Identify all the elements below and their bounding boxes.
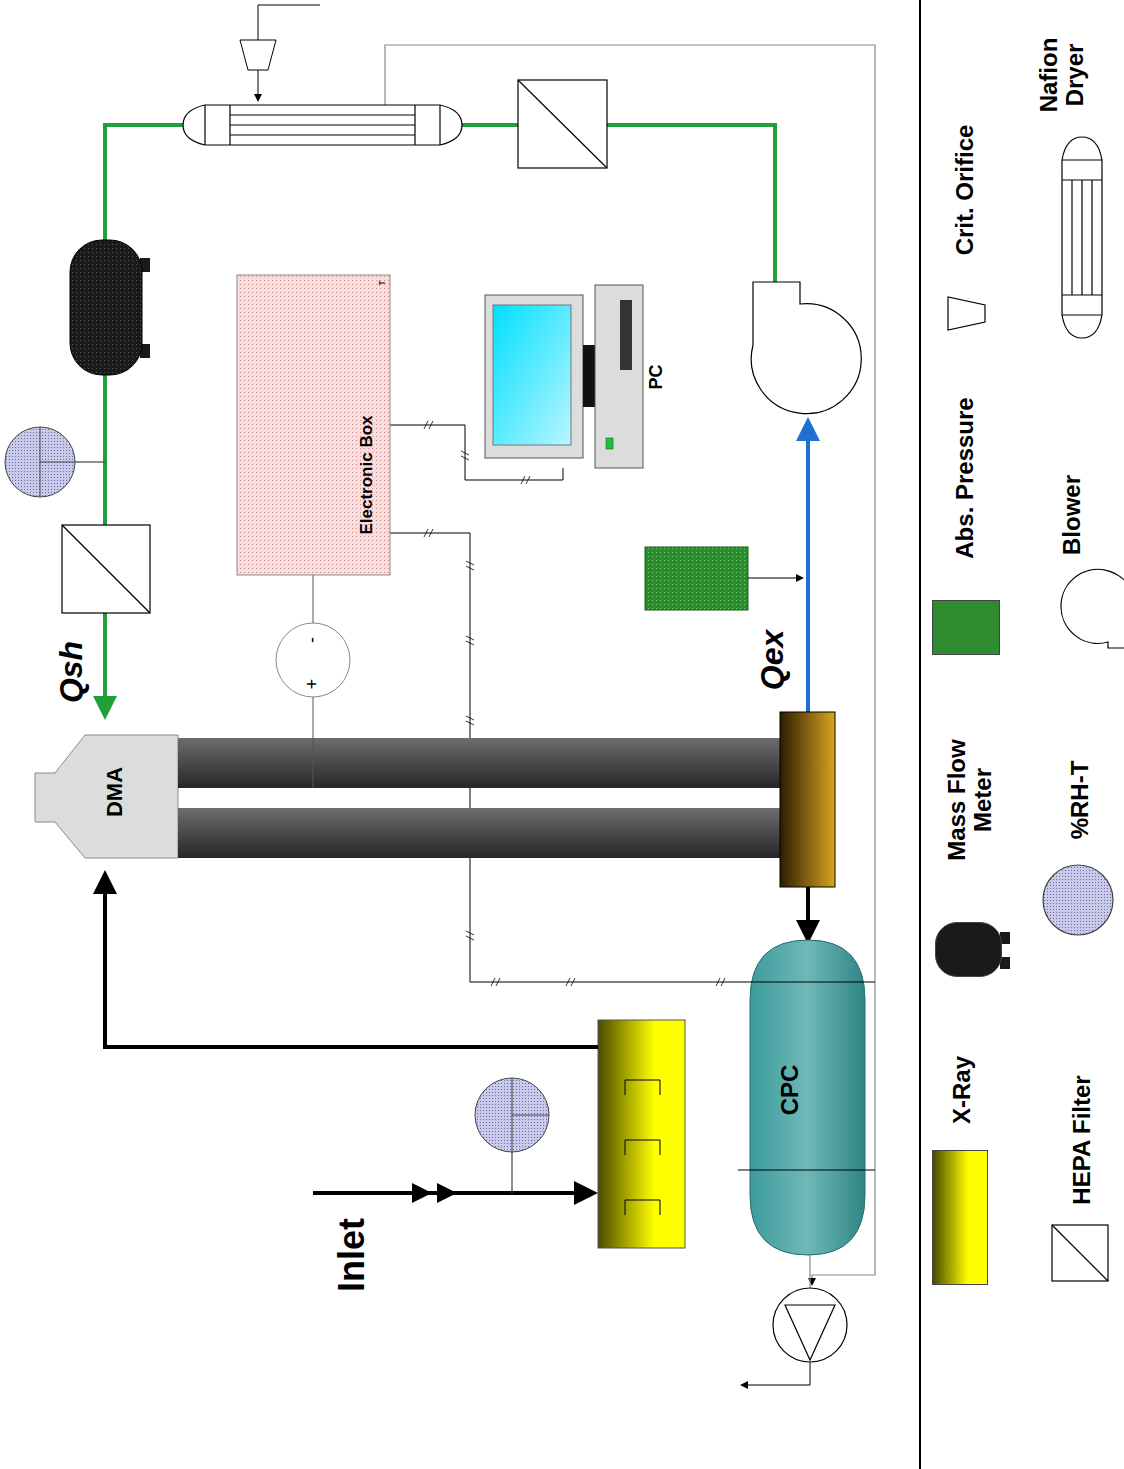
legend-text: Abs. Pressure: [952, 397, 978, 558]
cpc-counter: CPC: [750, 940, 865, 1255]
legend-text: Blower: [1059, 475, 1085, 555]
pc-computer: PC: [485, 285, 643, 468]
polarity-sign: -: [303, 637, 323, 643]
node-label: DMA: [103, 767, 127, 817]
legend-swatch: [932, 600, 1000, 655]
legend-text: HEPA Filter: [1069, 1075, 1095, 1204]
legend-text: Nafion Dryer: [1036, 25, 1089, 125]
dma-column: DMA: [35, 712, 835, 887]
legend-swatch: [932, 1150, 988, 1285]
legend-text: %RH-T: [1067, 761, 1093, 840]
legend-text: Crit. Orifice: [952, 125, 978, 256]
flow-label: Qex: [755, 630, 790, 690]
node-label: Electronic Box: [358, 415, 377, 534]
legend-text: Mass Flow Meter: [944, 725, 997, 875]
electronic-box: Electronic Box: [237, 275, 390, 575]
inlet-label: Inlet: [332, 1218, 372, 1292]
legend-text: X-Ray: [949, 1056, 975, 1124]
flow-label: Qsh: [54, 641, 89, 703]
connector-line: [806, 887, 810, 940]
node-label: PC: [647, 364, 667, 389]
corner-mark: T: [378, 280, 388, 286]
polarity-sign: +: [303, 679, 323, 690]
node-label: CPC: [777, 1065, 803, 1116]
legend-swatch: [935, 922, 1002, 977]
